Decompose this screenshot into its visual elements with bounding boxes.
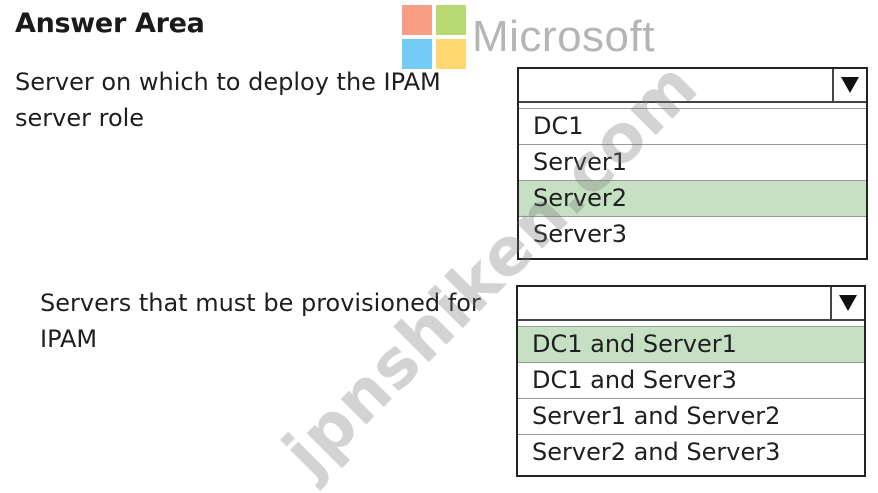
question-1-prompt: Server on which to deploy the IPAM serve… bbox=[15, 68, 441, 132]
question-2-option-server1-server2[interactable]: Server1 and Server2 bbox=[518, 398, 864, 434]
chevron-down-icon bbox=[841, 77, 859, 93]
question-1-option-server2[interactable]: Server2 bbox=[519, 180, 866, 216]
question-2-select[interactable] bbox=[518, 287, 864, 321]
question-2-option-dc1-server1[interactable]: DC1 and Server1 bbox=[518, 326, 864, 362]
question-2-option-dc1-server3[interactable]: DC1 and Server3 bbox=[518, 362, 864, 398]
question-1-option-dc1[interactable]: DC1 bbox=[519, 108, 866, 144]
question-1-option-server1[interactable]: Server1 bbox=[519, 144, 866, 180]
question-2-prompt: Servers that must be provisioned for IPA… bbox=[40, 289, 481, 353]
microsoft-logo-icon bbox=[402, 5, 466, 69]
microsoft-logo: Microsoft bbox=[402, 5, 655, 69]
chevron-down-icon bbox=[839, 295, 857, 311]
question-2-option-server2-server3[interactable]: Server2 and Server3 bbox=[518, 434, 864, 470]
answer-area-title: Answer Area bbox=[15, 8, 205, 39]
question-1-option-server3[interactable]: Server3 bbox=[519, 216, 866, 252]
microsoft-logo-text: Microsoft bbox=[472, 12, 655, 61]
question-2-dropdown[interactable]: DC1 and Server1 DC1 and Server3 Server1 … bbox=[516, 285, 866, 477]
question-1-dropdown-button[interactable] bbox=[832, 69, 866, 101]
question-1-dropdown[interactable]: DC1 Server1 Server2 Server3 bbox=[517, 67, 868, 260]
question-2-dropdown-button[interactable] bbox=[830, 287, 864, 319]
question-1-select[interactable] bbox=[519, 69, 866, 103]
